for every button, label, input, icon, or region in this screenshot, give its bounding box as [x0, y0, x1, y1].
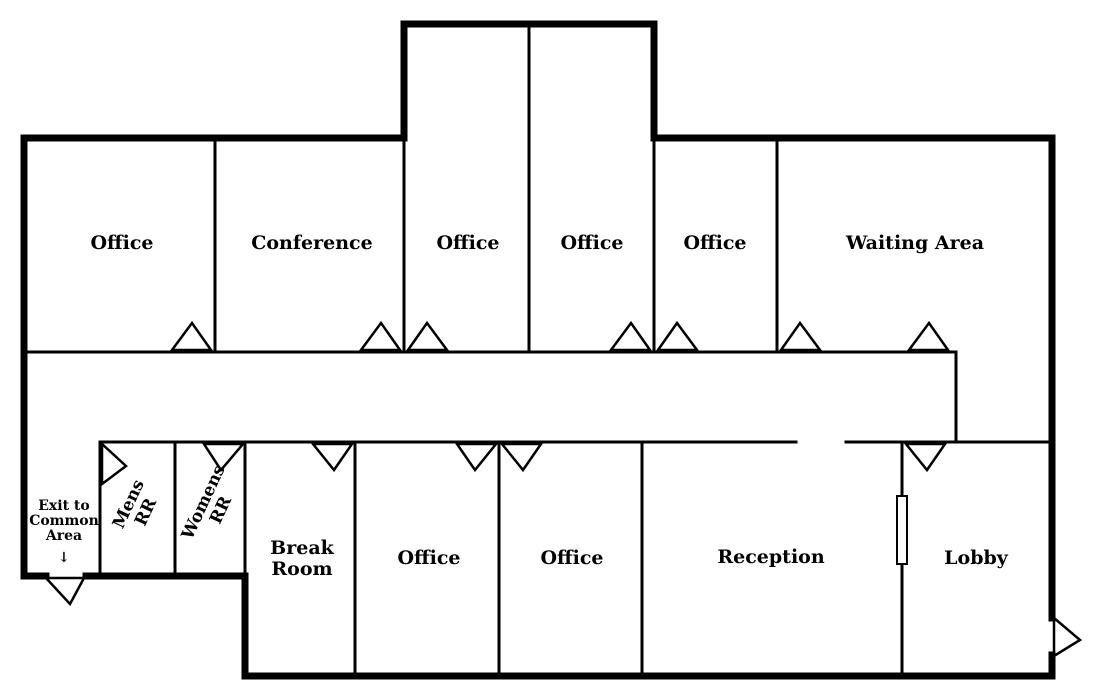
room-label-office-5: Office	[397, 547, 460, 569]
door-office-6	[499, 442, 544, 473]
door-waiting-right	[906, 320, 951, 352]
door-office-1	[169, 320, 214, 352]
interior-walls	[22, 22, 1054, 678]
room-label-office-2: Office	[436, 232, 499, 254]
exit-arrow-icon: ↓	[58, 550, 70, 566]
window-panel	[896, 495, 908, 565]
exit-label-line2: Common	[29, 513, 99, 529]
door-conference	[358, 320, 403, 352]
door-office-5	[454, 442, 499, 473]
room-label-break-line1: Break	[270, 537, 334, 559]
room-label-break-line2: Room	[271, 558, 332, 580]
exit-label-line1: Exit to	[38, 498, 89, 514]
room-label-lobby: Lobby	[944, 547, 1009, 569]
door-office-2	[405, 320, 450, 352]
room-label-office-6: Office	[540, 547, 603, 569]
door-break-room	[310, 442, 355, 473]
door-exit	[43, 576, 87, 607]
room-label-reception: Reception	[717, 546, 824, 568]
room-label-office-1: Office	[90, 232, 153, 254]
room-label-office-3: Office	[560, 232, 623, 254]
door-lobby	[903, 442, 948, 473]
door-waiting-left	[778, 320, 823, 352]
door-mens-rr	[100, 441, 128, 487]
door-lobby-exterior	[1052, 615, 1083, 659]
room-label-office-4: Office	[683, 232, 746, 254]
door-office-3	[608, 320, 653, 352]
door-office-4	[655, 320, 700, 352]
room-label-waiting-area: Waiting Area	[845, 232, 984, 254]
room-label-conference: Conference	[251, 232, 372, 254]
exit-label-line3: Area	[45, 528, 82, 544]
door-swings	[43, 320, 1083, 659]
door-womens-rr	[201, 442, 246, 473]
